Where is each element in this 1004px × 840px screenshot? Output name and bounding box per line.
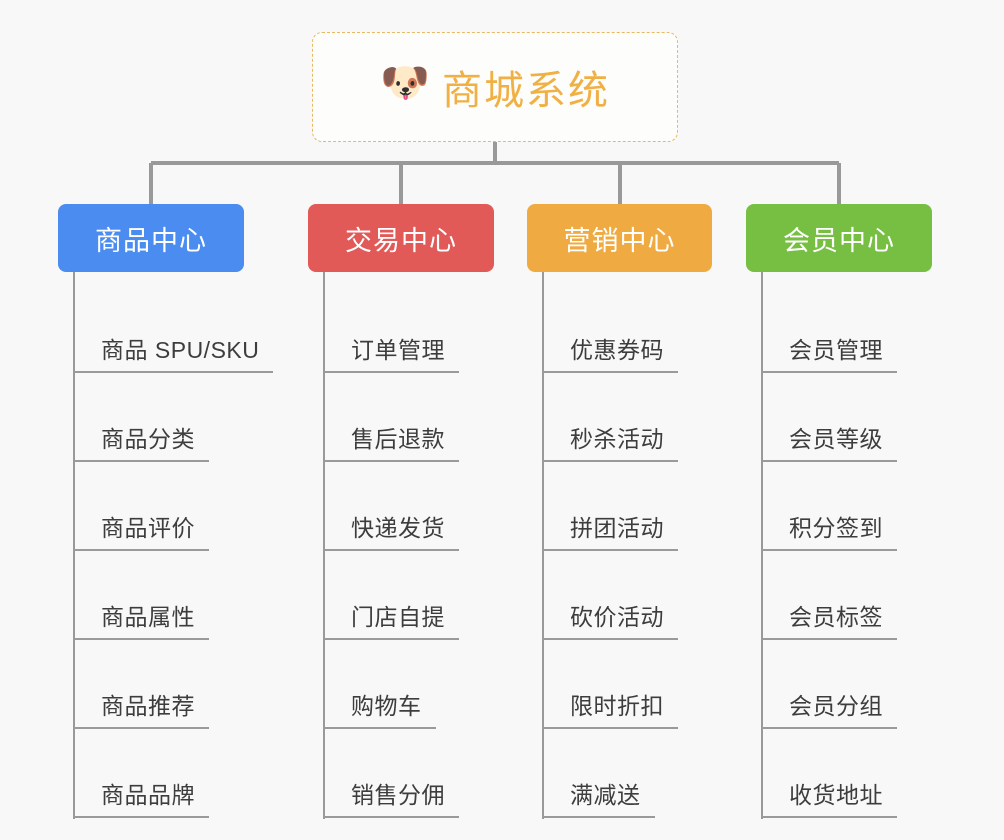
list-item[interactable]: 会员等级: [761, 373, 966, 462]
leaf-label: 拼团活动: [570, 515, 664, 541]
leaf-label: 商品属性: [101, 604, 195, 630]
list-item[interactable]: 会员标签: [761, 551, 966, 640]
list-item[interactable]: 门店自提: [323, 551, 528, 640]
leaf-label: 积分签到: [789, 515, 883, 541]
list-item[interactable]: 优惠券码: [542, 284, 747, 373]
trunk-line: [761, 272, 763, 819]
trunk-line: [323, 272, 325, 819]
category-label: 营销中心: [563, 225, 676, 256]
category-label: 会员中心: [783, 225, 895, 256]
root-node[interactable]: 🐶 商城系统: [312, 32, 678, 142]
list-item[interactable]: 秒杀活动: [542, 373, 747, 462]
leaf-label: 购物车: [351, 693, 422, 719]
leaf-label: 商品分类: [101, 426, 195, 452]
leaf-label: 门店自提: [351, 604, 445, 630]
category-header-marketing[interactable]: 营销中心: [527, 204, 712, 272]
leaf-label: 限时折扣: [570, 693, 664, 719]
dog-face-icon: 🐶: [380, 61, 430, 105]
leaf-label: 商品品牌: [101, 782, 195, 808]
category-header-trade[interactable]: 交易中心: [308, 204, 494, 272]
leaf-list-product: 商品 SPU/SKU 商品分类 商品评价 商品属性 商品推荐 商品品牌: [58, 272, 278, 819]
trunk-line: [73, 272, 75, 819]
list-item[interactable]: 商品品牌: [73, 729, 278, 818]
leaf-label: 会员标签: [789, 604, 883, 630]
category-header-product[interactable]: 商品中心: [58, 204, 244, 272]
leaf-label: 商品评价: [101, 515, 195, 541]
leaf-list-trade: 订单管理 售后退款 快递发货 门店自提 购物车 销售分佣: [308, 272, 528, 819]
leaf-label: 商品 SPU/SKU: [101, 337, 260, 363]
list-item[interactable]: 商品评价: [73, 462, 278, 551]
category-label: 商品中心: [95, 225, 207, 256]
category-column-product: 商品中心 商品 SPU/SKU 商品分类 商品评价 商品属性 商品推荐: [58, 204, 278, 819]
list-item[interactable]: 收货地址: [761, 729, 966, 818]
list-item[interactable]: 售后退款: [323, 373, 528, 462]
list-item[interactable]: 商品分类: [73, 373, 278, 462]
list-item[interactable]: 满减送: [542, 729, 747, 818]
leaf-label: 商品推荐: [101, 693, 195, 719]
list-item[interactable]: 砍价活动: [542, 551, 747, 640]
list-item[interactable]: 购物车: [323, 640, 528, 729]
list-item[interactable]: 拼团活动: [542, 462, 747, 551]
leaf-label: 收货地址: [789, 782, 883, 808]
leaf-label: 快递发货: [351, 515, 445, 541]
leaf-label: 订单管理: [351, 337, 445, 363]
leaf-label: 会员等级: [789, 426, 883, 452]
leaf-label: 会员分组: [789, 693, 883, 719]
category-column-member: 会员中心 会员管理 会员等级 积分签到 会员标签 会员分组: [746, 204, 966, 819]
leaf-list-marketing: 优惠券码 秒杀活动 拼团活动 砍价活动 限时折扣 满减送: [527, 272, 747, 819]
category-header-member[interactable]: 会员中心: [746, 204, 932, 272]
list-item[interactable]: 销售分佣: [323, 729, 528, 818]
leaf-label: 满减送: [570, 782, 641, 808]
leaf-label: 售后退款: [351, 426, 445, 452]
list-item[interactable]: 商品 SPU/SKU: [73, 284, 278, 373]
leaf-label: 秒杀活动: [570, 426, 664, 452]
root-title: 商城系统: [442, 69, 610, 113]
category-column-marketing: 营销中心 优惠券码 秒杀活动 拼团活动 砍价活动 限时折扣: [527, 204, 747, 819]
list-item[interactable]: 商品属性: [73, 551, 278, 640]
list-item[interactable]: 限时折扣: [542, 640, 747, 729]
list-item[interactable]: 会员管理: [761, 284, 966, 373]
category-column-trade: 交易中心 订单管理 售后退款 快递发货 门店自提 购物车: [308, 204, 528, 819]
list-item[interactable]: 快递发货: [323, 462, 528, 551]
list-item[interactable]: 商品推荐: [73, 640, 278, 729]
leaf-label: 销售分佣: [351, 782, 445, 808]
category-label: 交易中心: [345, 225, 457, 256]
list-item[interactable]: 会员分组: [761, 640, 966, 729]
leaf-label: 砍价活动: [570, 604, 664, 630]
leaf-list-member: 会员管理 会员等级 积分签到 会员标签 会员分组 收货地址: [746, 272, 966, 819]
leaf-label: 会员管理: [789, 337, 883, 363]
list-item[interactable]: 订单管理: [323, 284, 528, 373]
trunk-line: [542, 272, 544, 819]
leaf-label: 优惠券码: [570, 337, 664, 363]
list-item[interactable]: 积分签到: [761, 462, 966, 551]
